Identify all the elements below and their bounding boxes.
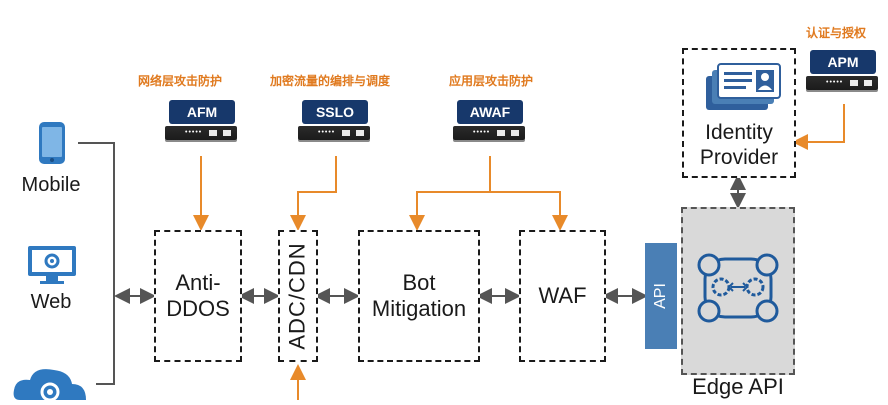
api-bar: API (645, 243, 677, 349)
identity-provider-label: Identity Provider (699, 121, 779, 169)
arrow-awaf-split (409, 156, 491, 231)
waf-box: WAF (519, 230, 606, 362)
cloud-gear-icon (10, 366, 90, 402)
waf-label: WAF (538, 283, 587, 308)
mobile-label: Mobile (21, 174, 81, 196)
server-icon: ••••• (806, 76, 878, 90)
edge-api-label: Edge API (692, 374, 784, 399)
api-label: API (651, 283, 669, 309)
awaf-device: AWAF ••••• (453, 100, 525, 146)
sslo-badge: SSLO (302, 100, 368, 124)
awaf-caption: 应用层攻击防护 (449, 74, 534, 88)
adc-cdn-label: ADC/CDN (285, 242, 311, 350)
server-icon: ••••• (298, 126, 370, 140)
client-bracket (78, 142, 115, 385)
apm-device: APM ••••• (806, 50, 878, 96)
afm-caption: 网络层攻击防护 (138, 74, 223, 88)
bot-mitigation-label: Bot Mitigation (371, 270, 467, 321)
apm-badge: APM (810, 50, 876, 74)
afm-device: AFM ••••• (165, 100, 237, 146)
sslo-caption: 加密流量的编排与调度 (270, 74, 391, 88)
web-monitor-icon (26, 244, 78, 286)
afm-badge: AFM (169, 100, 235, 124)
arrow-sslo (290, 156, 337, 231)
mobile-icon (38, 121, 66, 165)
awaf-badge: AWAF (457, 100, 523, 124)
anti-ddos-box: Anti- DDOS (154, 230, 242, 362)
anti-ddos-label: Anti- DDOS (166, 270, 230, 321)
adc-cdn-box: ADC/CDN (278, 230, 318, 362)
server-icon: ••••• (453, 126, 525, 140)
edge-api-box (681, 207, 795, 375)
bot-mitigation-box: Bot Mitigation (358, 230, 480, 362)
arrow-awaf-waf (490, 191, 568, 231)
arrow-apm (792, 104, 845, 150)
sslo-device: SSLO ••••• (298, 100, 370, 146)
identity-provider-box: Identity Provider (682, 48, 796, 178)
server-icon: ••••• (165, 126, 237, 140)
id-card-icon (706, 63, 781, 110)
web-label: Web (30, 291, 72, 313)
api-network-icon (697, 253, 779, 323)
apm-caption: 认证与授权 (806, 26, 867, 40)
